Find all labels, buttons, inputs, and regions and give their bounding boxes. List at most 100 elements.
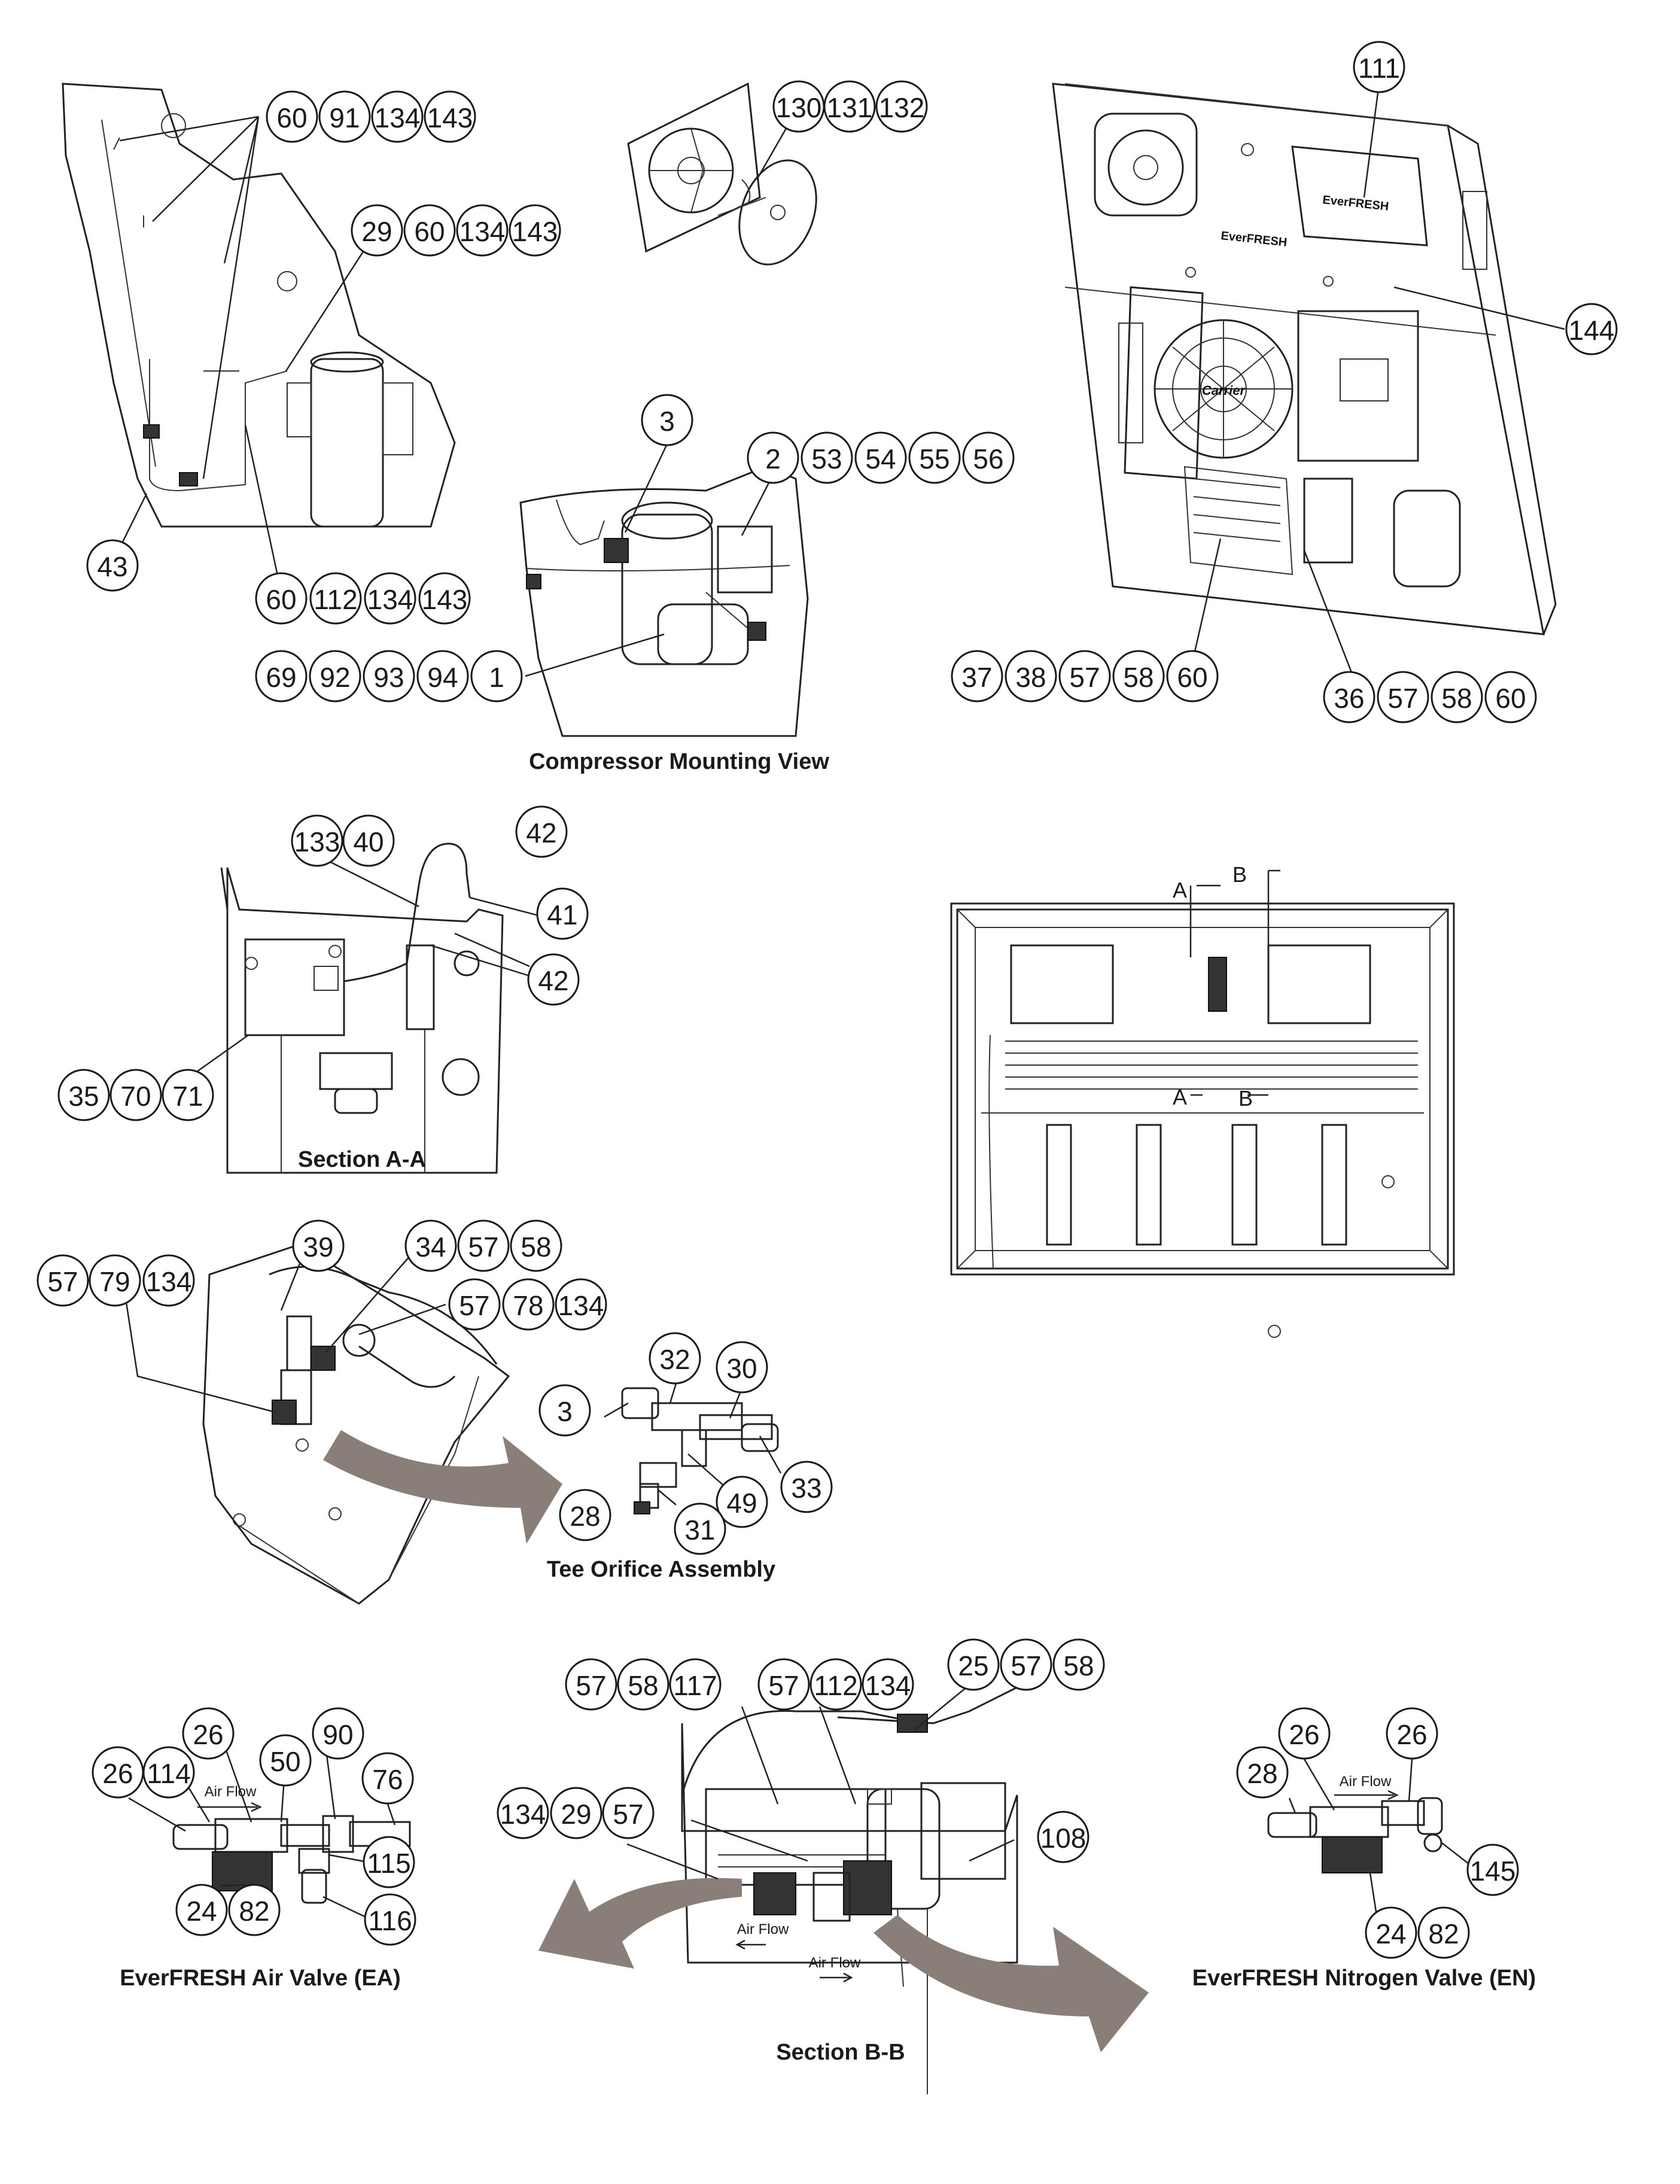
callout-number: 60	[266, 584, 296, 615]
callout-1: 1	[470, 650, 523, 702]
callout-balloon	[854, 431, 907, 484]
callout-balloon	[182, 1707, 235, 1760]
callout-balloon	[1466, 1844, 1519, 1896]
en-valve-drawing	[1267, 1790, 1443, 1873]
callout-28: 28	[1236, 1746, 1289, 1799]
section-view-panel-drawing	[950, 869, 1455, 1338]
callout-144: 144	[1565, 303, 1618, 355]
callout-26: 26	[182, 1707, 235, 1760]
callout-number: 134	[865, 1670, 911, 1701]
compressor-mounting-drawing	[519, 466, 809, 737]
en-air-flow-label: Air Flow	[1340, 1774, 1392, 1790]
callout-number: 143	[422, 584, 468, 615]
callout-number: 28	[570, 1501, 600, 1532]
callout-number: 70	[120, 1081, 151, 1112]
callout-57: 57	[1000, 1638, 1052, 1691]
callout-49: 49	[716, 1476, 768, 1528]
callout-balloon	[538, 1384, 591, 1437]
bb-left-flow-arrow	[538, 1878, 742, 1969]
tee-orifice-drawing	[621, 1387, 779, 1514]
callout-number: 144	[1569, 315, 1615, 346]
callout-balloon	[364, 572, 416, 625]
callout-balloon	[649, 1332, 701, 1385]
callout-balloon	[1323, 671, 1375, 723]
callout-134: 134	[555, 1278, 607, 1331]
assembly-direction-arrow	[323, 1430, 562, 1544]
callout-balloon	[416, 650, 469, 702]
callout-number: 26	[1396, 1719, 1427, 1750]
callout-number: 115	[367, 1848, 410, 1879]
callout-28: 28	[559, 1489, 611, 1541]
callout-number: 28	[1247, 1758, 1277, 1789]
callout-number: 71	[172, 1081, 203, 1112]
callout-58: 58	[1052, 1638, 1105, 1691]
caption-tee-orifice-assembly: Tee Orifice Assembly	[547, 1557, 775, 1582]
callout-balloon	[86, 539, 139, 592]
valve-assembly-drawing	[202, 1243, 510, 1605]
callout-25: 25	[947, 1638, 1000, 1691]
callout-number: 53	[811, 443, 842, 474]
callout-number: 82	[1428, 1918, 1459, 1949]
caption-compressor-mounting-view: Compressor Mounting View	[529, 749, 829, 774]
callout-number: 134	[558, 1290, 604, 1321]
callout-69: 69	[255, 650, 308, 702]
callout-number: 130	[776, 92, 822, 123]
callout-balloon	[674, 1502, 726, 1555]
callout-143: 143	[509, 204, 561, 257]
callout-58: 58	[1112, 650, 1165, 702]
callout-60: 60	[266, 90, 318, 143]
callout-balloon	[497, 1787, 549, 1839]
callout-number: 79	[99, 1266, 130, 1297]
callout-131: 131	[823, 80, 876, 133]
callout-24: 24	[175, 1884, 228, 1936]
callout-balloon	[536, 887, 589, 940]
callout-134: 134	[497, 1787, 549, 1839]
callout-balloon	[1058, 650, 1111, 702]
callout-34: 34	[404, 1219, 457, 1272]
callout-number: 108	[1040, 1823, 1086, 1854]
callout-number: 134	[367, 584, 413, 615]
callout-balloon	[162, 1069, 214, 1121]
callout-number: 112	[314, 584, 357, 615]
callout-79: 79	[89, 1254, 141, 1307]
callout-balloon	[255, 650, 308, 702]
section-marker-b-bottom: B	[1238, 1086, 1253, 1111]
callout-number: 57	[1387, 683, 1418, 714]
callout-134: 134	[862, 1658, 914, 1711]
callout-balloon	[1565, 303, 1618, 355]
callout-balloon	[351, 204, 403, 257]
callout-number: 78	[513, 1290, 543, 1321]
callout-balloon	[404, 1219, 457, 1272]
callout-number: 57	[613, 1799, 643, 1830]
callout-111: 111	[1353, 41, 1405, 93]
callout-number: 24	[186, 1896, 217, 1927]
callout-36: 36	[1323, 671, 1375, 723]
callout-31: 31	[674, 1502, 726, 1555]
caption-section-aa: Section A-A	[298, 1147, 426, 1172]
callout-balloon	[823, 80, 876, 133]
callout-balloon	[1417, 1906, 1470, 1959]
callout-2: 2	[747, 431, 799, 484]
callout-balloon	[1386, 1707, 1438, 1760]
callout-balloon	[318, 90, 371, 143]
callout-108: 108	[1037, 1811, 1089, 1863]
callout-number: 134	[459, 216, 506, 247]
callout-balloon	[951, 650, 1003, 702]
caption-section-bb: Section B-B	[776, 2040, 905, 2065]
callout-number: 117	[673, 1670, 717, 1701]
callout-number: 26	[102, 1758, 133, 1789]
callout-balloon	[342, 814, 395, 867]
callout-number: 58	[628, 1670, 658, 1701]
callout-balloon	[669, 1658, 722, 1711]
callout-balloon	[1000, 1638, 1052, 1691]
callout-number: 57	[576, 1670, 606, 1701]
callout-balloon	[1236, 1746, 1289, 1799]
callout-134: 134	[364, 572, 416, 625]
callout-balloon	[780, 1461, 833, 1513]
callout-balloon	[371, 90, 424, 143]
callout-number: 116	[368, 1905, 412, 1936]
callout-balloon	[291, 814, 343, 867]
section-bb-drawing	[681, 1680, 1030, 2094]
callout-29: 29	[351, 204, 403, 257]
